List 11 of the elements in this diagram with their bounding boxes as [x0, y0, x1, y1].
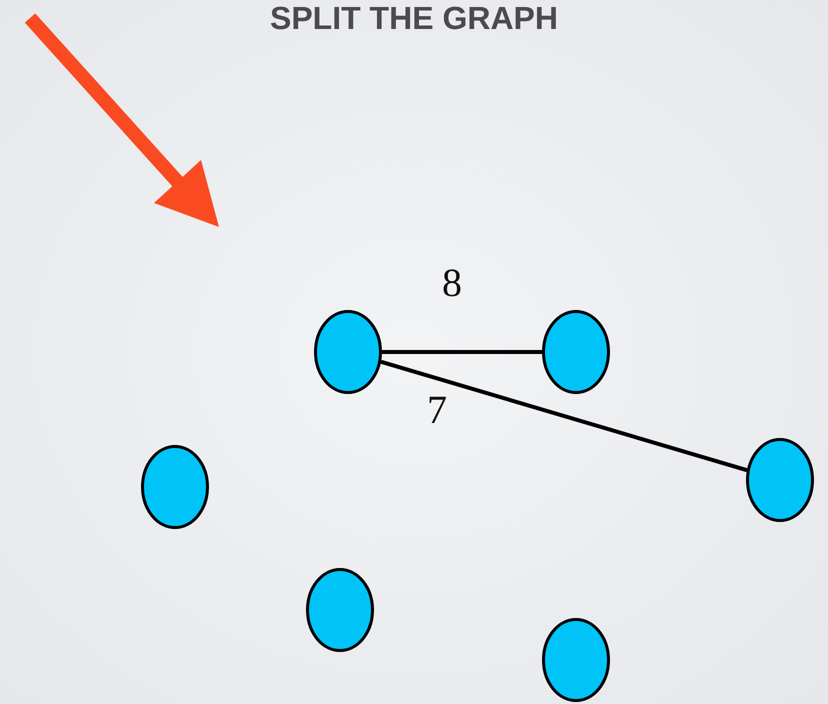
graph-vertex	[542, 618, 610, 702]
graph-vertex	[141, 445, 209, 529]
graph-vertex	[542, 310, 610, 394]
edge-label: 8	[442, 263, 462, 303]
edge-line	[380, 360, 748, 472]
edge-label: 7	[427, 390, 447, 430]
graph-vertex	[306, 568, 374, 652]
graph-vertex	[746, 438, 814, 522]
graph-vertex	[314, 310, 382, 394]
title: SPLIT THE GRAPH	[270, 0, 558, 36]
edge-line	[382, 350, 542, 354]
